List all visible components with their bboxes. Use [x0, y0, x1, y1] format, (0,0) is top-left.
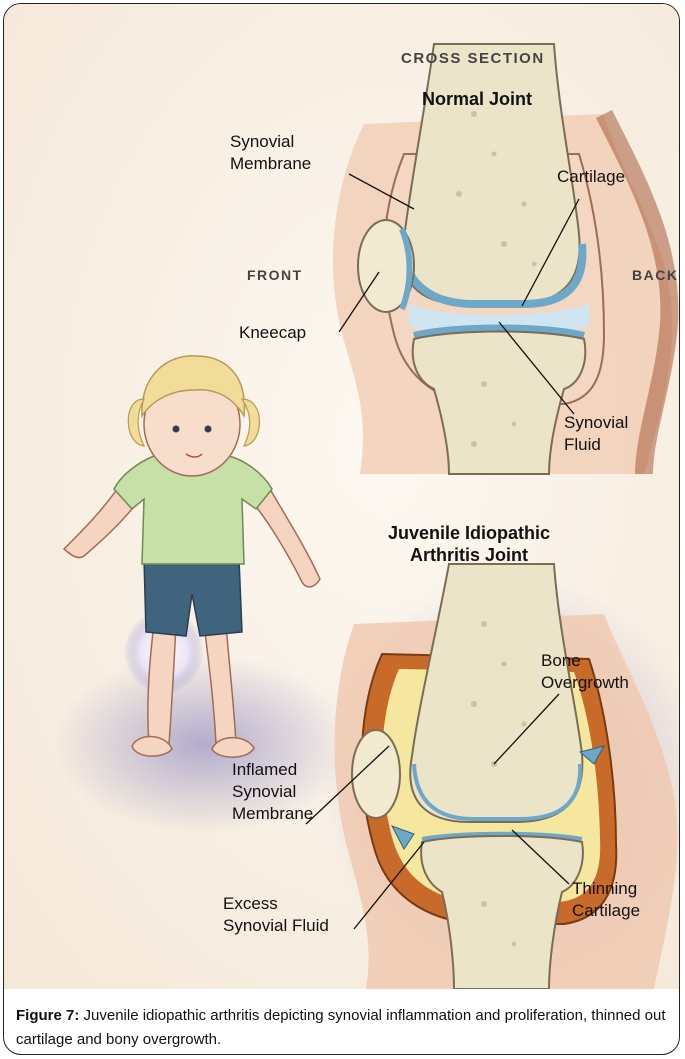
caption-label: Figure 7: [16, 1007, 79, 1024]
figure-caption: Figure 7: Juvenile idiopathic arthritis … [16, 1004, 676, 1052]
excess-fluid-label: Excess Synovial Fluid [223, 893, 329, 937]
caption-text: Juvenile idiopathic arthritis depicting … [16, 1007, 666, 1048]
cartilage-label: Cartilage [557, 166, 625, 188]
inflamed-membrane-label: Inflamed Synovial Membrane [232, 759, 313, 825]
kneecap-label: Kneecap [239, 322, 306, 344]
back-label: BACK [632, 264, 678, 286]
normal-femur [403, 44, 580, 304]
synovial-fluid-label: Synovial Fluid [564, 412, 628, 456]
normal-joint-title: Normal Joint [422, 88, 532, 110]
front-label: FRONT [247, 264, 303, 286]
bone-overgrowth-label: Bone Overgrowth [541, 650, 629, 694]
knee-joint-illustration [4, 4, 680, 989]
cross-section-header: CROSS SECTION [401, 48, 545, 70]
figure-frame: CROSS SECTION Normal Joint FRONT BACK Sy… [3, 3, 680, 1055]
thinning-cartilage-label: Thinning Cartilage [572, 878, 640, 922]
jia-joint-title: Juvenile Idiopathic Arthritis Joint [388, 522, 550, 566]
synovial-membrane-label: Synovial Membrane [230, 131, 311, 175]
